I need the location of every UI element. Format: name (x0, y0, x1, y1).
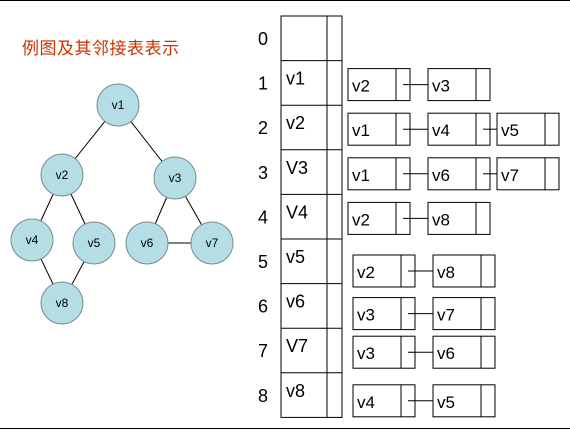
node-label: v5 (88, 236, 101, 250)
node-label: v4 (26, 233, 39, 247)
list-node-8-1: v5 (432, 384, 496, 418)
list-node-box (347, 201, 411, 235)
head-vertex-2: v2 (286, 113, 305, 133)
head-table-border (280, 15, 343, 418)
list-node-label: v4 (432, 121, 450, 140)
head-vertex-8: v8 (286, 381, 305, 401)
list-node-8-0: v4 (352, 384, 416, 418)
list-node-label: v7 (501, 166, 519, 185)
list-node-box (352, 254, 416, 288)
list-node-box (496, 112, 560, 146)
index-label-5: 5 (258, 252, 268, 272)
list-node-label: v6 (432, 166, 450, 185)
list-node-box (496, 157, 560, 191)
list-node-4-0: v2 (347, 201, 411, 235)
graph-nodes: v1 v2 v3 v4 v5 v6 v7 v8 (10, 83, 234, 325)
index-label-2: 2 (258, 118, 268, 138)
list-node-7-1: v6 (432, 335, 496, 369)
list-node-6-0: v3 (352, 297, 416, 331)
list-node-label: v8 (437, 263, 455, 282)
node-v2 (40, 153, 84, 197)
node-label: v3 (169, 171, 182, 185)
list-node-label: v3 (357, 306, 375, 325)
list-node-label: v5 (437, 393, 455, 412)
list-node-label: v1 (352, 166, 370, 185)
list-node-box (432, 297, 496, 331)
head-vertex-7: V7 (286, 336, 308, 356)
index-label-3: 3 (258, 163, 268, 183)
list-node-3-0: v1 (347, 157, 411, 191)
list-node-1-0: v2 (347, 68, 411, 102)
list-node-2-1: v4 (427, 112, 491, 146)
list-node-label: v8 (432, 210, 450, 229)
list-node-7-0: v3 (352, 335, 416, 369)
adjacency-lists: v2 v3 v1 v4 v5 v1 v6 v7 v2 v8 v2 v8 v3 v7 v3 v6 v4 v5 (347, 68, 560, 418)
head-vertex-3: V3 (286, 158, 308, 178)
list-node-label: v1 (352, 121, 370, 140)
list-node-1-1: v3 (427, 68, 491, 102)
adjacency-table: 0 1 v1 2 v2 3 V3 4 V4 5 v5 6 v6 7 V7 8 v8 (258, 15, 343, 418)
node-label: v6 (141, 236, 154, 250)
node-v5 (72, 221, 116, 265)
node-v6 (125, 221, 169, 265)
list-node-box (347, 112, 411, 146)
list-node-label: v6 (437, 344, 455, 363)
list-node-2-2: v5 (496, 112, 560, 146)
index-label-0: 0 (258, 29, 268, 49)
graph-edges (31, 104, 213, 304)
index-label-7: 7 (258, 341, 268, 361)
list-node-3-2: v7 (496, 157, 560, 191)
index-label-6: 6 (258, 297, 268, 317)
list-node-5-1: v8 (432, 254, 496, 288)
list-node-box (427, 157, 491, 191)
list-node-3-1: v6 (427, 157, 491, 191)
bottom-rule (0, 428, 570, 429)
list-node-label: v5 (501, 121, 519, 140)
list-node-label: v7 (437, 306, 455, 325)
list-node-box (432, 335, 496, 369)
node-v4 (10, 218, 54, 262)
list-node-box (352, 297, 416, 331)
list-node-label: v3 (432, 77, 450, 96)
index-label-8: 8 (258, 386, 268, 406)
list-node-box (347, 157, 411, 191)
list-node-box (432, 254, 496, 288)
list-node-2-0: v1 (347, 112, 411, 146)
list-node-6-1: v7 (432, 297, 496, 331)
list-node-box (432, 384, 496, 418)
head-vertex-1: v1 (286, 69, 305, 89)
node-v1 (96, 83, 140, 127)
list-node-label: v2 (352, 210, 370, 229)
list-node-box (352, 335, 416, 369)
list-node-box (347, 68, 411, 102)
list-node-label: v4 (357, 393, 375, 412)
head-vertex-6: v6 (286, 292, 305, 312)
index-label-1: 1 (258, 74, 268, 94)
index-label-4: 4 (258, 207, 268, 227)
list-node-label: v2 (352, 77, 370, 96)
node-v8 (40, 281, 84, 325)
head-vertex-5: v5 (286, 247, 305, 267)
top-rule (0, 0, 570, 1)
page-title: 例图及其邻接表表示 (22, 39, 180, 59)
list-node-label: v2 (357, 263, 375, 282)
node-label: v8 (56, 296, 69, 310)
list-node-label: v3 (357, 344, 375, 363)
node-label: v1 (112, 98, 125, 112)
list-node-4-1: v8 (427, 201, 491, 235)
node-label: v7 (206, 236, 219, 250)
list-node-box (427, 68, 491, 102)
head-vertex-4: V4 (286, 202, 308, 222)
list-node-5-0: v2 (352, 254, 416, 288)
node-label: v2 (56, 168, 69, 182)
node-v3 (153, 156, 197, 200)
node-v7 (190, 221, 234, 265)
